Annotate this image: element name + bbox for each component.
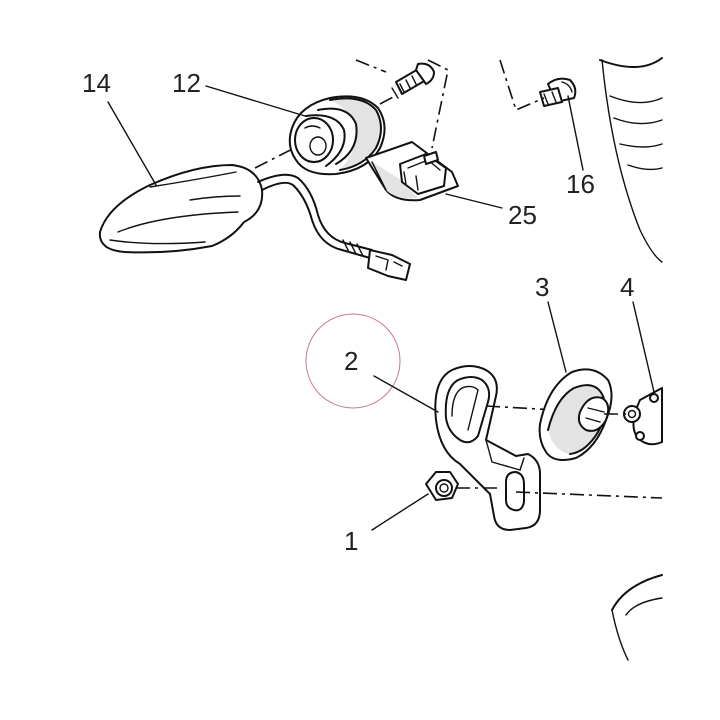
leader-4 <box>632 301 655 393</box>
leader-3 <box>547 301 567 373</box>
leader-2 <box>373 375 439 413</box>
callout-1[interactable]: 1 <box>344 526 358 556</box>
highlight-circle <box>305 313 401 409</box>
rubber-grommet <box>288 95 386 176</box>
axis-screw-16 <box>499 59 545 112</box>
callout-labels: 14 12 16 25 3 4 2 1 <box>82 68 634 556</box>
frame-fragment-bottom-right <box>611 574 663 661</box>
clip-4 <box>623 387 663 446</box>
callout-2[interactable]: 2 <box>344 346 358 376</box>
axis-screw-down <box>427 59 449 149</box>
callout-4[interactable]: 4 <box>620 272 634 302</box>
grommet-3 <box>538 368 613 461</box>
leader-16 <box>567 95 584 171</box>
leader-1 <box>371 493 429 531</box>
callout-16[interactable]: 16 <box>566 169 595 199</box>
screw-16 <box>539 77 577 107</box>
axis-screw-to-grommet <box>379 95 396 105</box>
callout-25[interactable]: 25 <box>508 200 537 230</box>
leader-25 <box>445 193 503 209</box>
leader-12 <box>205 85 306 117</box>
leader-lines <box>107 85 655 531</box>
axis-bracket-to-frame <box>515 491 663 499</box>
mounting-bracket <box>434 365 541 531</box>
wiring-cover <box>365 141 459 202</box>
mounting-screw <box>391 62 435 99</box>
callout-14[interactable]: 14 <box>82 68 111 98</box>
callout-3[interactable]: 3 <box>535 272 549 302</box>
axis-screw <box>355 59 387 73</box>
leader-14 <box>107 101 157 186</box>
hex-nut-1 <box>425 471 459 501</box>
turn-signal-lamp <box>98 164 411 281</box>
frame-fragment-top-right <box>599 57 663 263</box>
callout-12[interactable]: 12 <box>172 68 201 98</box>
